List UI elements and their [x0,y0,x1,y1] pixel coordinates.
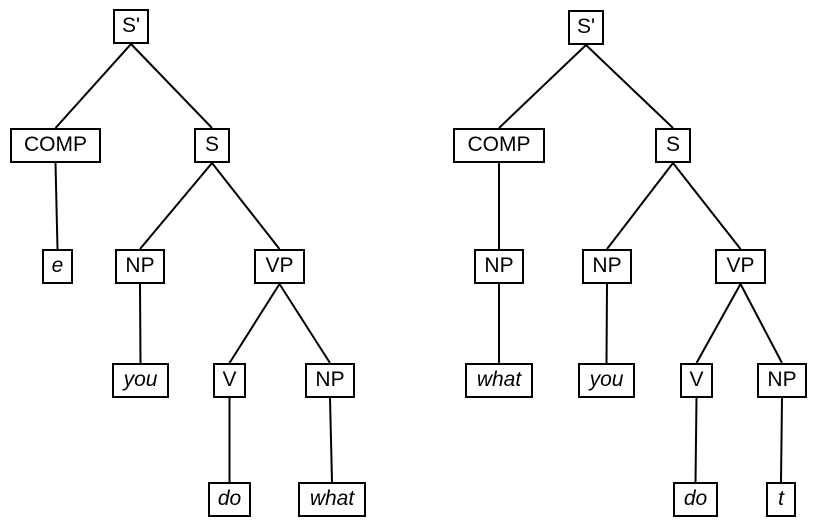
tree-node-label: S [204,133,219,156]
tree-node-label: V [689,368,704,391]
tree-node-label: NP [767,368,797,391]
tree-node-label: COMP [467,133,531,156]
tree-node-label: COMP [24,133,87,156]
tree-node-label: S' [121,14,141,37]
tree-node-l-np1: NP [115,249,165,284]
tree-node-label: NP [484,254,514,277]
tree-edge-R-S-to-R-VP [672,162,742,250]
tree-edge-R-V-to-R-do [694,397,698,483]
tree-node-label: NP [125,254,155,277]
tree-node-r-comp: COMP [453,128,545,163]
tree-node-l-comp: COMP [10,128,101,163]
tree-node-label: you [589,368,624,391]
tree-edge-L-COMP-to-L-e [54,162,59,250]
tree-node-label: S [665,133,680,156]
tree-node-r-np0: NP [474,249,524,284]
tree-edge-L-VP-to-L-NP2 [278,283,331,364]
tree-edge-L-S-to-L-VP [211,162,281,250]
tree-node-l-vp: VP [254,249,305,284]
tree-node-label: what [309,487,355,510]
tree-edge-R-Sbar-to-R-COMP [498,44,587,129]
tree-node-r-you: you [578,363,635,398]
tree-edge-R-S-to-R-NP1 [606,162,674,250]
tree-node-r-sbar: S' [568,10,604,45]
tree-edge-L-Sbar-to-L-COMP [54,43,132,129]
tree-node-r-t: t [766,482,796,517]
tree-node-r-v: V [680,363,713,398]
tree-node-l-e: e [42,249,73,284]
tree-node-label: what [476,368,522,391]
tree-node-label: V [222,368,237,391]
tree-node-label: do [217,487,242,510]
tree-node-label: NP [315,368,345,391]
tree-edge-L-S-to-L-NP1 [139,162,213,250]
tree-node-r-np1: NP [582,249,632,284]
tree-node-r-what: what [465,363,533,398]
tree-edge-L-Sbar-to-L-S [130,43,213,129]
tree-node-l-you: you [112,363,169,398]
tree-node-label: you [123,368,158,391]
tree-node-r-vp: VP [715,249,766,284]
tree-node-l-what: what [298,482,366,517]
tree-node-label: S' [576,15,596,38]
tree-node-label: VP [265,254,294,277]
tree-node-l-s: S [194,128,230,163]
tree-node-r-s: S [655,128,691,163]
tree-node-r-np2: NP [757,363,807,398]
tree-node-label: NP [592,254,622,277]
tree-edge-R-VP-to-R-V [695,283,742,364]
tree-node-label: e [51,254,64,277]
tree-node-l-v: V [213,363,246,398]
tree-edge-L-VP-to-L-V [228,283,281,364]
tree-node-l-do: do [208,482,251,517]
tree-node-label: VP [726,254,755,277]
tree-node-l-sbar: S' [113,9,149,44]
tree-node-label: do [683,487,708,510]
tree-node-label: t [778,487,784,510]
tree-edge-R-VP-to-R-NP2 [739,283,783,364]
tree-node-l-np2: NP [305,363,355,398]
tree-edge-R-NP2-to-R-t [780,397,783,483]
tree-edge-L-NP2-to-L-what [329,397,333,483]
tree-edge-R-NP1-to-R-you [605,283,608,364]
tree-node-r-do: do [673,482,718,517]
tree-edge-R-Sbar-to-R-S [585,44,674,129]
tree-edge-L-NP1-to-L-you [139,283,142,364]
